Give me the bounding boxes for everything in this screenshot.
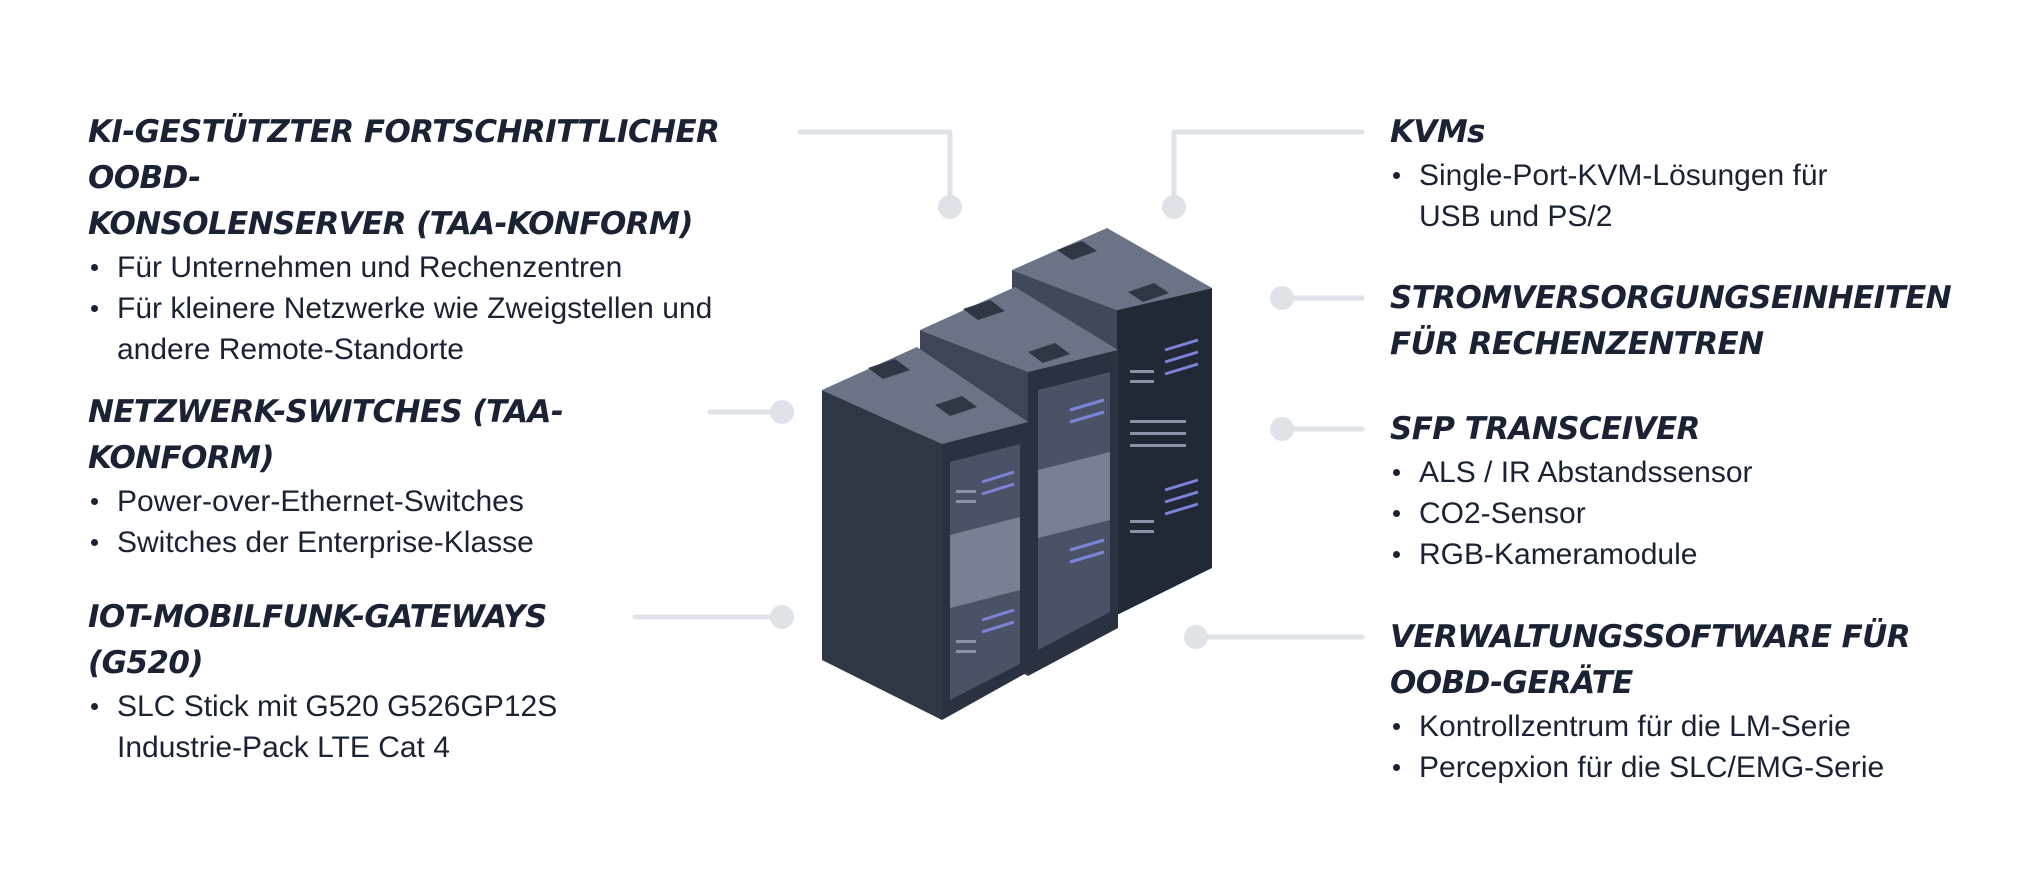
bullet-line: Switches der Enterprise-Klasse	[117, 526, 534, 559]
heading-line: KVMs	[1390, 114, 1486, 150]
bullet-item: Kontrollzentrum für die LM-Serie	[1390, 706, 1990, 747]
connector-lines	[632, 129, 1365, 640]
bullet-line: SLC Stick mit G520 G526GP12S	[117, 690, 558, 723]
bullet-item: Switches der Enterprise-Klasse	[88, 522, 708, 563]
group-sfp-transceiver: SFP TRANSCEIVER ALS / IR Abstandssensor …	[1390, 406, 1950, 575]
bullet-line: Industrie-Pack LTE Cat 4	[117, 731, 450, 764]
connector-consoleserver	[797, 129, 953, 208]
group-kvms: KVMs Single-Port-KVM-Lösungen für USB un…	[1390, 109, 1910, 237]
bullet-line: ALS / IR Abstandssensor	[1419, 456, 1753, 489]
bullet-line: Für Unternehmen und Rechenzentren	[117, 251, 623, 284]
group-heading: STROMVERSORGUNGSEINHEITEN FÜR RECHENZENT…	[1390, 275, 1990, 367]
server-racks-icon	[822, 228, 1212, 720]
group-iot-gateways: IOT-MOBILFUNK-GATEWAYS (G520) SLC Stick …	[88, 594, 648, 768]
group-management-software: VERWALTUNGSSOFTWARE FÜR OOBD-GERÄTE Kont…	[1390, 614, 1990, 788]
bullet-item: Für Unternehmen und Rechenzentren	[88, 247, 808, 288]
heading-line: KI-GESTÜTZTER FORTSCHRITTLICHER OOBD-	[88, 114, 720, 196]
bullet-line: Kontrollzentrum für die LM-Serie	[1419, 710, 1851, 743]
bullet-list: Kontrollzentrum für die LM-Serie Percepx…	[1390, 706, 1990, 788]
bullet-line: Power-over-Ethernet-Switches	[117, 485, 524, 518]
bullet-list: Single-Port-KVM-Lösungen für USB und PS/…	[1390, 155, 1910, 237]
heading-line: SFP TRANSCEIVER	[1390, 411, 1700, 447]
heading-line: NETZWERK-SWITCHES (TAA-KONFORM)	[88, 394, 564, 476]
bullet-item: ALS / IR Abstandssensor	[1390, 452, 1950, 493]
bullet-line: RGB-Kameramodule	[1419, 538, 1698, 571]
bullet-list: SLC Stick mit G520 G526GP12S Industrie-P…	[88, 686, 648, 768]
heading-line: FÜR RECHENZENTREN	[1390, 326, 1764, 362]
bullet-item: CO2-Sensor	[1390, 493, 1950, 534]
group-power-units: STROMVERSORGUNGSEINHEITEN FÜR RECHENZENT…	[1390, 275, 1990, 367]
group-heading: VERWALTUNGSSOFTWARE FÜR OOBD-GERÄTE	[1390, 614, 1990, 706]
bullet-item: Für kleinere Netzwerke wie Zweigstellen …	[88, 288, 808, 370]
bullet-item: Single-Port-KVM-Lösungen für USB und PS/…	[1390, 155, 1910, 237]
group-heading: KVMs	[1390, 109, 1910, 155]
group-heading: KI-GESTÜTZTER FORTSCHRITTLICHER OOBD- KO…	[88, 109, 808, 247]
group-heading: NETZWERK-SWITCHES (TAA-KONFORM)	[88, 389, 708, 481]
bullet-line: Für kleinere Netzwerke wie Zweigstellen …	[117, 292, 713, 325]
bullet-item: Percepxion für die SLC/EMG-Serie	[1390, 747, 1990, 788]
heading-line: STROMVERSORGUNGSEINHEITEN	[1390, 280, 1952, 316]
heading-line: IOT-MOBILFUNK-GATEWAYS (G520)	[88, 599, 547, 681]
heading-line: OOBD-GERÄTE	[1390, 665, 1633, 701]
bullet-line: Single-Port-KVM-Lösungen für	[1419, 159, 1828, 192]
bullet-item: RGB-Kameramodule	[1390, 534, 1950, 575]
bullet-line: andere Remote-Standorte	[117, 333, 464, 366]
group-heading: SFP TRANSCEIVER	[1390, 406, 1950, 452]
bullet-list: ALS / IR Abstandssensor CO2-Sensor RGB-K…	[1390, 452, 1950, 575]
bullet-line: CO2-Sensor	[1419, 497, 1586, 530]
bullet-line: Percepxion für die SLC/EMG-Serie	[1419, 751, 1885, 784]
bullet-list: Power-over-Ethernet-Switches Switches de…	[88, 481, 708, 563]
connector-dots	[770, 195, 1294, 649]
connector-kvms	[1171, 129, 1365, 208]
heading-line: VERWALTUNGSSOFTWARE FÜR	[1390, 619, 1911, 655]
heading-line: KONSOLENSERVER (TAA-KONFORM)	[88, 206, 693, 242]
group-heading: IOT-MOBILFUNK-GATEWAYS (G520)	[88, 594, 648, 686]
bullet-list: Für Unternehmen und Rechenzentren Für kl…	[88, 247, 808, 370]
bullet-line: USB und PS/2	[1419, 200, 1613, 233]
group-console-server: KI-GESTÜTZTER FORTSCHRITTLICHER OOBD- KO…	[88, 109, 808, 370]
bullet-item: SLC Stick mit G520 G526GP12S Industrie-P…	[88, 686, 648, 768]
bullet-item: Power-over-Ethernet-Switches	[88, 481, 708, 522]
group-network-switches: NETZWERK-SWITCHES (TAA-KONFORM) Power-ov…	[88, 389, 708, 563]
